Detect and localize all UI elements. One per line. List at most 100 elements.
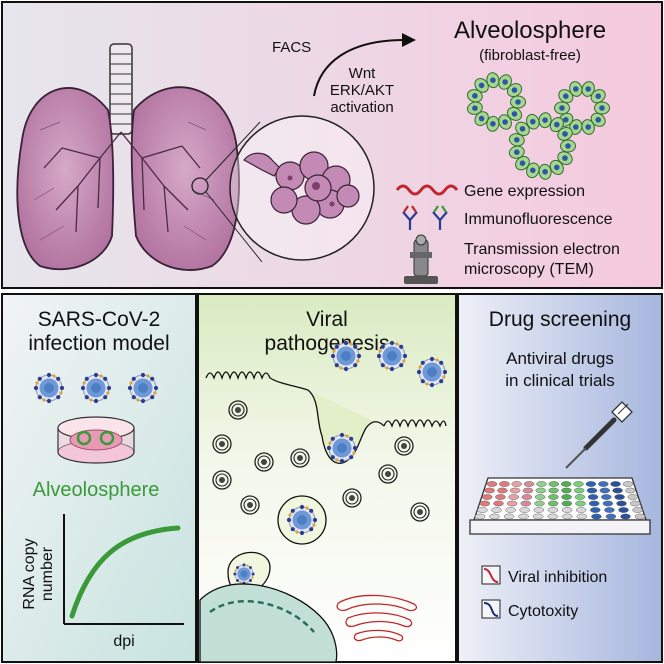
plate-well — [548, 487, 559, 494]
plate-well — [575, 507, 587, 513]
y-axis-label-line-2: number — [39, 546, 56, 601]
plate-well — [591, 513, 602, 520]
plate-well — [560, 481, 572, 487]
pipette-icon — [565, 401, 633, 469]
antibody-icon — [402, 205, 448, 230]
plate-well — [509, 487, 521, 494]
plate-well — [634, 513, 646, 520]
double-membrane-vesicle — [342, 488, 362, 508]
plate-well — [548, 481, 560, 487]
plate-well — [614, 494, 625, 500]
cytotoxicity-icon — [481, 599, 501, 619]
gene-expression-icon — [395, 184, 459, 196]
cell-nucleus — [478, 115, 485, 122]
plate-well — [610, 481, 621, 487]
cell-nucleus — [519, 126, 526, 132]
plate-well — [499, 481, 510, 487]
plate-well — [562, 513, 573, 520]
plate-well — [561, 500, 573, 507]
plate-well — [508, 494, 519, 500]
plate-well — [491, 507, 502, 513]
plate-well — [605, 513, 617, 520]
plate-well — [536, 481, 547, 487]
tem-label-line-2: microscopy (TEM) — [464, 261, 594, 278]
nucleus — [199, 583, 338, 663]
facs-arrowhead — [402, 33, 416, 47]
plate-well — [535, 487, 547, 494]
cell-nucleus — [515, 99, 521, 105]
plate-well — [532, 513, 544, 520]
plate-well — [612, 487, 623, 494]
plate-well — [575, 500, 586, 507]
virus-icon — [80, 372, 112, 404]
cell-nucleus — [585, 124, 591, 130]
activation-line-1: Wnt — [349, 65, 377, 82]
plate-well — [522, 487, 534, 494]
infection-alveolosphere-label: Alveolosphere — [33, 479, 160, 501]
plate-well — [598, 481, 609, 487]
infection-title-line-2: infection model — [28, 332, 169, 355]
cell-nucleus — [563, 117, 569, 123]
viral-inhibition-label: Viral inhibition — [508, 569, 607, 586]
rna-copy-chart: RNA copy number dpi — [21, 514, 184, 650]
facs-label: FACS — [272, 39, 311, 56]
plate-well — [520, 500, 532, 507]
cell-nucleus — [472, 105, 478, 111]
cell-nucleus — [511, 111, 518, 117]
plate-well — [533, 507, 545, 513]
x-axis-label: dpi — [113, 633, 134, 650]
plate-well — [573, 481, 584, 487]
double-membrane-vesicle — [212, 434, 232, 454]
double-membrane-vesicle — [228, 400, 248, 420]
plate-well — [616, 500, 627, 507]
plate-well — [586, 487, 598, 494]
virus-icon — [416, 356, 448, 388]
cell-nucleus — [472, 93, 478, 99]
cell-nucleus — [478, 82, 485, 89]
plate-well — [486, 481, 498, 487]
plate-well — [620, 513, 631, 520]
cell-nucleus — [514, 149, 520, 155]
plate-well — [632, 507, 643, 513]
cell-nucleus — [530, 118, 536, 125]
plate-well — [561, 487, 572, 494]
plate-well — [477, 507, 488, 513]
zoom-origin-circle — [191, 177, 209, 195]
cell-nucleus — [562, 131, 568, 137]
cell-nucleus — [585, 86, 591, 92]
gene-expression-label: Gene expression — [464, 183, 585, 200]
viral-inhibition-icon — [481, 565, 501, 585]
plate-well — [618, 507, 629, 513]
cell-nucleus — [519, 160, 526, 166]
facs-arrow — [313, 39, 405, 97]
cell-nucleus — [573, 86, 579, 92]
double-membrane-vesicle — [410, 502, 430, 522]
alveolosphere-subtitle: (fibroblast-free) — [479, 47, 581, 64]
tem-label-line-1: Transmission electron — [464, 241, 620, 258]
alveolosphere-2 — [554, 81, 610, 135]
plate-well — [495, 494, 506, 500]
cell-nucleus — [530, 167, 536, 174]
drug-screening-title: Drug screening — [489, 308, 631, 331]
plate-well — [573, 487, 585, 494]
plate-well — [547, 507, 559, 513]
plate-well — [561, 507, 573, 513]
plate-well — [503, 513, 515, 520]
microscope-icon — [404, 234, 438, 284]
plate-well — [474, 513, 486, 520]
cell-nucleus — [490, 77, 496, 83]
cell-nucleus — [554, 164, 560, 171]
virus-icon — [127, 372, 159, 404]
plate-well — [489, 513, 500, 520]
plate-well — [511, 481, 522, 487]
cell-nucleus — [595, 93, 601, 99]
plate-well — [588, 500, 600, 507]
budding-virus-icon — [326, 432, 358, 464]
plate-well — [484, 487, 495, 494]
double-membrane-vesicle — [240, 495, 260, 515]
activation-line-3: activation — [330, 99, 393, 116]
cell-nucleus — [599, 105, 605, 111]
alveolosphere-1 — [467, 72, 526, 132]
